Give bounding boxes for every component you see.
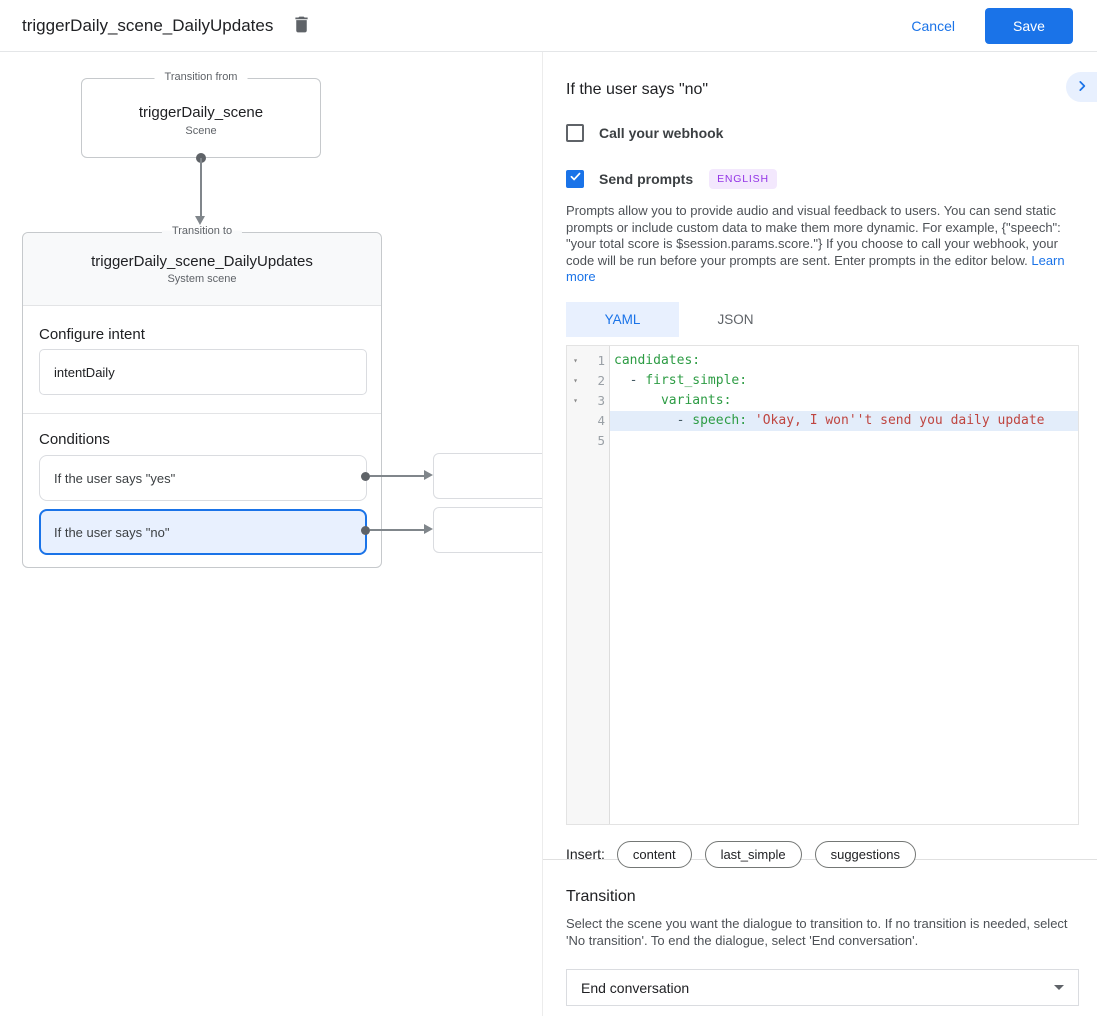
configure-intent-label: Configure intent	[39, 326, 145, 343]
condition-detail-panel: If the user says "no" Call your webhook …	[543, 52, 1097, 1016]
insert-chip-content[interactable]: content	[616, 840, 692, 868]
condition-yes-arrowhead-icon	[424, 470, 433, 480]
condition-title: If the user says "no"	[566, 81, 709, 98]
code-line: - first_simple:	[610, 371, 1078, 391]
scene-flow-canvas: Transition from triggerDaily_scene Scene…	[0, 52, 543, 1016]
transition-section: Transition Select the scene you want the…	[543, 859, 1097, 1006]
intent-input[interactable]	[39, 349, 367, 395]
code-line: candidates:	[610, 351, 1078, 371]
prompt-code-editor[interactable]: ▾ 1 ▾ 2 ▾ 3 4	[566, 344, 1079, 825]
webhook-row: Call your webhook	[566, 124, 1080, 142]
transition-from-name: triggerDaily_scene	[138, 104, 264, 121]
transition-title: Transition	[566, 888, 636, 905]
code-token: candidates:	[614, 352, 701, 368]
insert-row: Insert: content last_simple suggestions	[566, 840, 1080, 868]
connector-arrowhead-icon	[195, 216, 205, 225]
code-token: variants:	[660, 392, 732, 408]
call-webhook-checkbox[interactable]	[566, 124, 584, 142]
learn-more-link[interactable]: Learn more	[566, 252, 1065, 285]
line-number: 1	[597, 353, 605, 368]
insert-label: Insert:	[566, 846, 605, 862]
fold-arrow-icon[interactable]: ▾	[573, 395, 578, 405]
language-badge: ENGLISH	[709, 169, 777, 189]
tab-yaml[interactable]: YAML	[566, 301, 679, 337]
transition-to-name: triggerDaily_scene_DailyUpdates	[91, 253, 313, 270]
line-number: 3	[597, 393, 605, 408]
transition-from-node[interactable]: Transition from triggerDaily_scene Scene	[81, 71, 321, 158]
editor-gutter: ▾ 1 ▾ 2 ▾ 3 4	[567, 345, 610, 824]
condition-no-arrowhead-icon	[424, 524, 433, 534]
fold-arrow-icon[interactable]: ▾	[573, 375, 578, 385]
tab-json[interactable]: JSON	[679, 302, 792, 337]
chevron-right-icon	[1075, 79, 1089, 96]
transition-to-body: Configure intent Conditions If the user …	[23, 306, 381, 555]
checkmark-icon	[569, 170, 582, 188]
code-token: -	[614, 412, 693, 428]
cancel-button[interactable]: Cancel	[911, 17, 955, 34]
gutter-row: 4	[567, 411, 609, 431]
transition-to-header: triggerDaily_scene_DailyUpdates System s…	[23, 233, 381, 306]
editor-code-area[interactable]: candidates: - first_simple: variants: - …	[610, 346, 1078, 824]
transition-from-type: Scene	[185, 125, 217, 137]
line-number: 2	[597, 373, 605, 388]
editor-format-tabs: YAML JSON	[566, 301, 1080, 337]
prompts-description-text: Prompts allow you to provide audio and v…	[566, 203, 1061, 268]
condition-yes-arrow-line	[370, 475, 424, 477]
code-token: 'Okay, I won''t send you daily update	[754, 412, 1045, 428]
conditions-label: Conditions	[39, 431, 110, 448]
condition-label: If the user says "no"	[54, 524, 170, 540]
condition-no-arrow-line	[370, 529, 424, 531]
transition-description: Select the scene you want the dialogue t…	[566, 916, 1068, 948]
code-token: first_simple:	[645, 372, 748, 388]
transition-select[interactable]: End conversation	[566, 969, 1079, 1006]
gutter-row: ▾ 3	[567, 391, 609, 411]
condition-item-yes[interactable]: If the user says "yes"	[39, 455, 367, 501]
delete-scene-button[interactable]	[291, 14, 312, 38]
condition-yes-port-dot	[361, 472, 370, 481]
insert-chip-last-simple[interactable]: last_simple	[704, 840, 802, 868]
page-title: triggerDaily_scene_DailyUpdates	[22, 15, 274, 35]
code-line	[610, 431, 1078, 451]
send-prompts-label[interactable]: Send prompts	[599, 171, 694, 187]
code-token	[614, 393, 661, 408]
transition-select-value: End conversation	[581, 979, 690, 996]
line-number: 5	[597, 433, 605, 448]
fold-arrow-icon[interactable]: ▾	[573, 355, 578, 365]
transition-to-legend: Transition to	[161, 225, 243, 237]
condition-yes-target-node[interactable]	[433, 453, 542, 499]
prompts-description: Prompts allow you to provide audio and v…	[566, 203, 1080, 286]
transition-from-legend: Transition from	[154, 71, 248, 83]
code-line: variants:	[610, 391, 1078, 411]
top-bar: triggerDaily_scene_DailyUpdates Cancel S…	[0, 0, 1097, 52]
call-webhook-label[interactable]: Call your webhook	[599, 125, 724, 141]
condition-no-port-dot	[361, 526, 370, 535]
gutter-row: 5	[567, 431, 609, 451]
code-token: -	[614, 372, 646, 388]
card-divider	[23, 413, 381, 414]
transition-to-card: Transition to triggerDaily_scene_DailyUp…	[22, 225, 382, 568]
prompt-section: If the user says "no" Call your webhook …	[543, 52, 1097, 868]
save-button[interactable]: Save	[985, 7, 1073, 44]
dropdown-caret-icon	[1054, 985, 1064, 990]
trash-icon	[291, 14, 312, 38]
condition-no-target-node[interactable]	[433, 507, 542, 553]
gutter-row: ▾ 1	[567, 351, 609, 371]
condition-item-no[interactable]: If the user says "no"	[39, 509, 367, 555]
line-number: 4	[597, 413, 605, 428]
connector-line	[200, 158, 202, 216]
code-line-highlighted: - speech: 'Okay, I won''t send you daily…	[610, 410, 1078, 431]
gutter-row: ▾ 2	[567, 371, 609, 391]
send-prompts-row: Send prompts ENGLISH	[566, 169, 1080, 189]
code-token: speech:	[692, 412, 755, 428]
transition-to-type: System scene	[167, 273, 237, 285]
send-prompts-checkbox[interactable]	[566, 170, 584, 188]
main-split: Transition from triggerDaily_scene Scene…	[0, 52, 1097, 1016]
collapse-panel-button[interactable]	[1066, 72, 1097, 102]
insert-chip-suggestions[interactable]: suggestions	[814, 840, 916, 868]
condition-label: If the user says "yes"	[54, 470, 176, 486]
